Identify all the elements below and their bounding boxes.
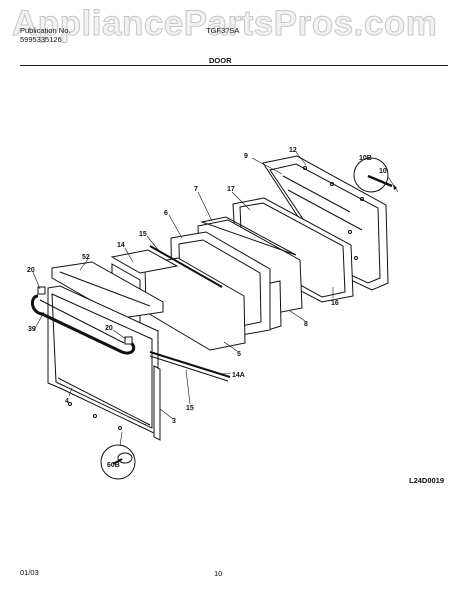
- inner-door-panel: [262, 155, 389, 291]
- callout-16: 16: [331, 300, 339, 307]
- header-rule: [20, 65, 448, 66]
- callout-10: 10: [379, 168, 387, 175]
- page-number: 10: [214, 569, 223, 578]
- detail-60b: [100, 444, 136, 480]
- publication-number: 5995335126: [20, 35, 62, 44]
- callout-8: 8: [304, 321, 308, 328]
- diagram-code: L24D0019: [409, 476, 444, 485]
- watermark: AppliancePartsPros.com: [12, 4, 438, 44]
- model-number: TGF3?SA: [206, 26, 240, 35]
- callout-14a: 14A: [232, 372, 245, 379]
- callout-3: 3: [172, 418, 176, 425]
- callout-5: 5: [237, 351, 241, 358]
- callout-15-bottom: 15: [186, 405, 194, 412]
- publication-label: Publication No.: [20, 26, 71, 35]
- callout-20-left: 20: [27, 267, 35, 274]
- callout-39: 39: [28, 326, 36, 333]
- callout-52: 52: [82, 254, 90, 261]
- callout-14: 14: [117, 242, 125, 249]
- callout-10b: 10B: [359, 155, 372, 162]
- section-title: DOOR: [209, 56, 232, 65]
- outer-door-panel: [47, 285, 159, 436]
- callout-12: 12: [289, 147, 297, 154]
- footer-date: 01/03: [20, 568, 39, 577]
- handle-trim: [51, 261, 164, 319]
- callout-20-right: 20: [105, 325, 113, 332]
- callout-7: 7: [194, 186, 198, 193]
- callout-17: 17: [227, 186, 235, 193]
- detail-10b: [353, 157, 397, 193]
- callout-60b: 60B: [107, 462, 120, 469]
- callout-4: 4: [65, 398, 69, 405]
- callout-6: 6: [164, 210, 168, 217]
- callout-15-top: 15: [139, 231, 147, 238]
- callout-9: 9: [244, 153, 248, 160]
